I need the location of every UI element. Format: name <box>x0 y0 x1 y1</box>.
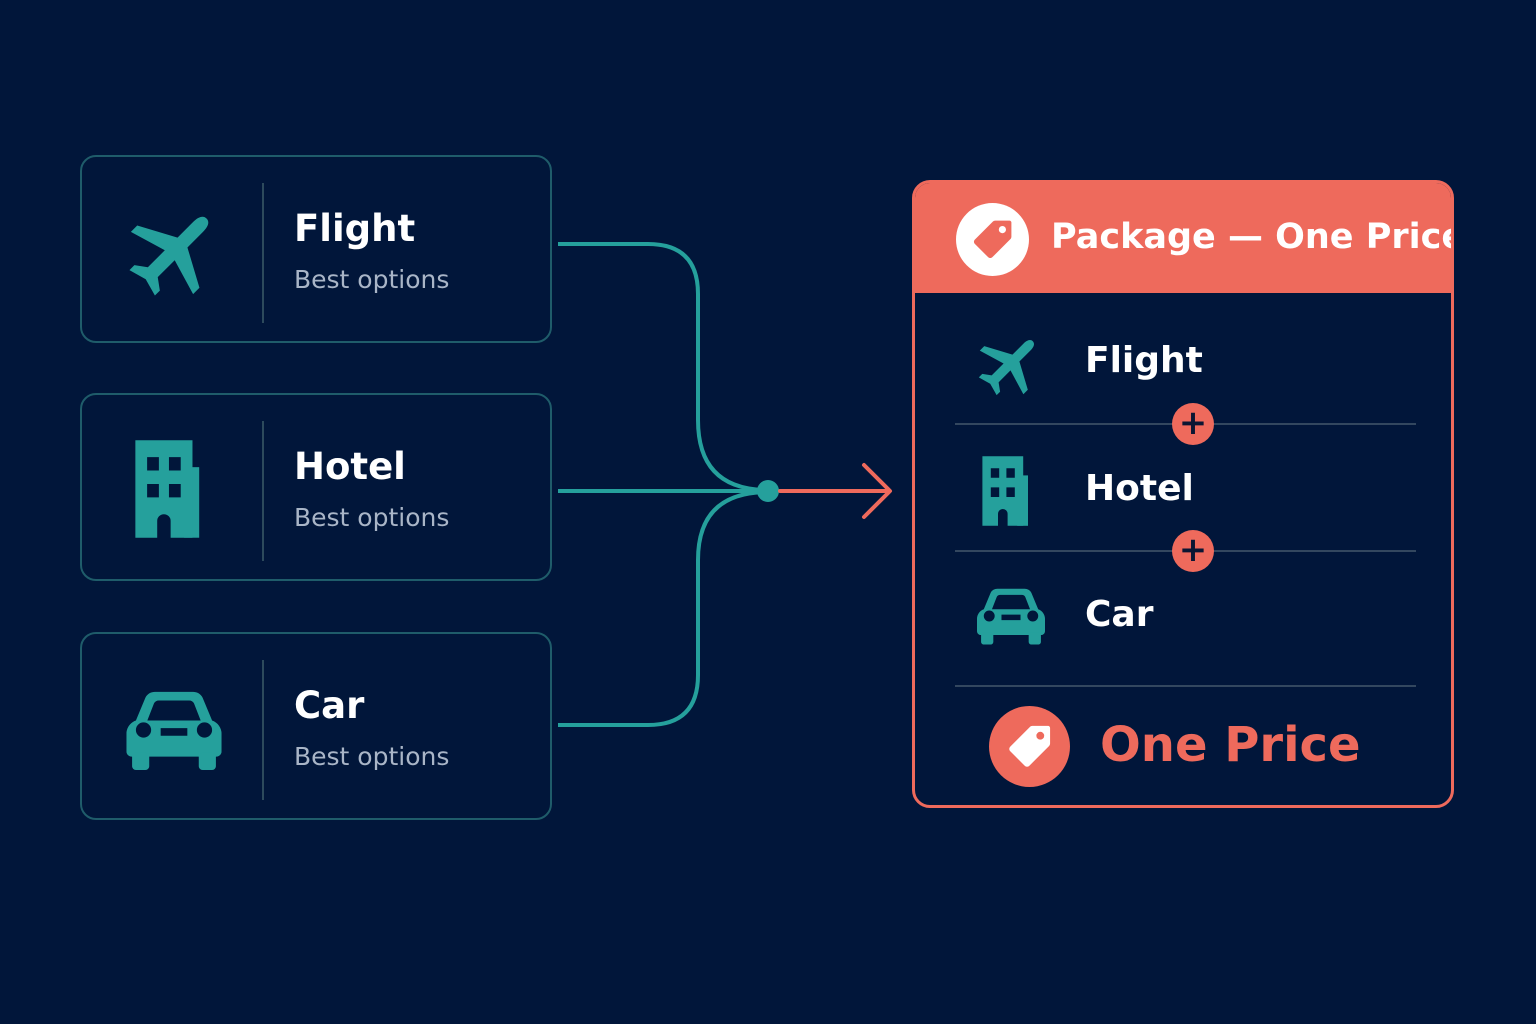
building-icon <box>979 455 1041 527</box>
option-card-hotel[interactable]: Hotel Best options <box>80 393 552 581</box>
option-subtitle: Best options <box>294 265 450 294</box>
header-tag-badge <box>956 203 1029 276</box>
package-panel: Package — One Price Flight + Hotel + Car… <box>912 180 1454 808</box>
output-arrow <box>778 463 892 519</box>
price-tag-icon <box>1005 722 1054 771</box>
package-item-flight: Flight <box>1085 340 1203 381</box>
package-item-hotel: Hotel <box>1085 468 1194 509</box>
package-header: Package — One Price <box>915 183 1451 293</box>
price-label: One Price <box>1100 717 1361 773</box>
card-divider <box>262 421 264 561</box>
option-title: Flight <box>294 207 416 250</box>
airplane-icon <box>975 329 1045 399</box>
plus-badge: + <box>1172 403 1214 445</box>
card-divider <box>262 660 264 800</box>
price-separator <box>955 685 1416 687</box>
price-tag-icon <box>970 217 1015 262</box>
price-tag-badge <box>989 706 1070 787</box>
option-title: Hotel <box>294 445 406 488</box>
option-title: Car <box>294 684 365 727</box>
option-subtitle: Best options <box>294 503 450 532</box>
option-card-car[interactable]: Car Best options <box>80 632 552 820</box>
connector-flight <box>558 242 769 492</box>
car-icon <box>977 587 1045 645</box>
option-card-flight[interactable]: Flight Best options <box>80 155 552 343</box>
option-subtitle: Best options <box>294 742 450 771</box>
plus-badge: + <box>1172 530 1214 572</box>
merge-node <box>757 480 779 502</box>
package-item-car: Car <box>1085 594 1154 635</box>
card-divider <box>262 183 264 323</box>
package-title: Package — One Price <box>1051 217 1454 257</box>
connector-car <box>558 490 769 727</box>
